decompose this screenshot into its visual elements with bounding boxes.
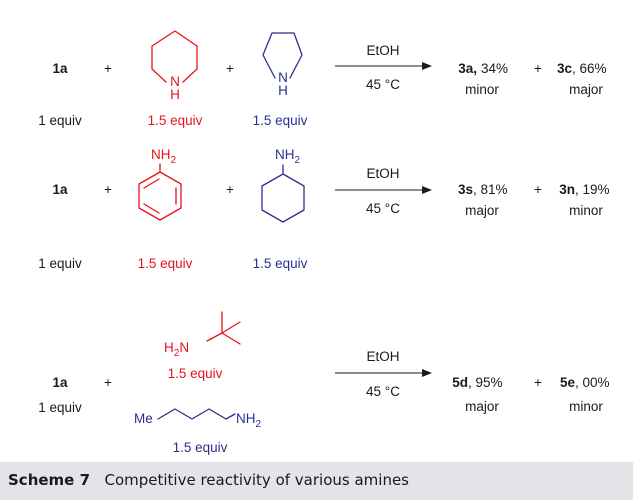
caption-text: Competitive reactivity of various amines [104,471,409,489]
product-1-label: 3a, [458,61,477,76]
amine-nitrogen: N [170,74,180,89]
amine-group: NH2 [275,147,301,166]
product-1-yield: 34% [481,61,508,76]
reaction-3: 1a 1 equiv + H2N 1.5 equiv Me NH2 1.5 eq… [38,311,610,455]
product-2-yield: , 00% [575,375,610,390]
amine-2-equiv: 1.5 equiv [253,256,308,271]
temperature-label: 45 °C [366,201,400,216]
cyclohexylamine-structure: NH2 [261,147,305,223]
product-1-yield: , 95% [468,375,503,390]
product-2-status: minor [569,399,603,414]
solvent-label: EtOH [366,166,399,181]
plus-sign: + [226,182,234,197]
temperature-label: 45 °C [366,77,400,92]
solvent-label: EtOH [366,43,399,58]
product-1-yield: , 81% [473,182,508,197]
amine-1-equiv: 1.5 equiv [148,113,203,128]
product-2-status: major [569,82,603,97]
product-1-label: 3s [458,182,473,197]
plus-sign: + [534,375,542,390]
scheme-caption: Scheme 7 Competitive reactivity of vario… [0,462,633,500]
temperature-label: 45 °C [366,384,400,399]
caption-label: Scheme 7 [8,471,91,489]
product-2-yield: , 66% [572,61,607,76]
product-2-label: 3c [557,61,573,76]
amine-group: H2N [164,340,189,359]
reaction-scheme: 1a 1 equiv + N H 1.5 equiv + N H 1.5 equ… [38,30,610,455]
product-1-status: major [465,203,499,218]
substrate-label: 1a [52,375,68,390]
amine-2-equiv: 1.5 equiv [253,113,308,128]
substrate-label: 1a [52,182,68,197]
product-2-label: 5e [560,375,576,390]
substrate-equiv: 1 equiv [38,113,82,128]
plus-sign: + [104,61,112,76]
plus-sign: + [104,182,112,197]
product-1-status: major [465,399,499,414]
butylamine-structure: Me NH2 [134,408,262,430]
amine-2-equiv: 1.5 equiv [173,440,228,455]
substrate-equiv: 1 equiv [38,256,82,271]
product-1-label: 5d [452,375,468,390]
pyrrolidine-structure: N H [262,32,303,98]
product-2-yield: , 19% [575,182,610,197]
tert-butylamine-structure: H2N [164,311,241,359]
plus-sign: + [534,61,542,76]
aniline-structure: NH2 [138,147,182,221]
plus-sign: + [104,375,112,390]
amine-group: NH2 [236,411,262,430]
methyl-label: Me [134,411,153,426]
amine-1-equiv: 1.5 equiv [138,256,193,271]
substrate-equiv: 1 equiv [38,400,82,415]
plus-sign: + [226,61,234,76]
reaction-1: 1a 1 equiv + N H 1.5 equiv + N H 1.5 equ… [38,30,607,128]
product-2-status: minor [569,203,603,218]
solvent-label: EtOH [366,349,399,364]
amine-hydrogen: H [170,87,180,102]
amine-hydrogen: H [278,83,288,98]
product-2-label: 3n [559,182,575,197]
amine-1-equiv: 1.5 equiv [168,366,223,381]
reaction-2: 1a 1 equiv + NH2 1.5 equiv + NH2 1.5 equ… [38,147,609,271]
product-1-status: minor [465,82,499,97]
substrate-label: 1a [52,61,68,76]
amine-group: NH2 [151,147,177,166]
plus-sign: + [534,182,542,197]
amine-nitrogen: N [278,70,288,85]
piperidine-structure: N H [151,30,198,102]
